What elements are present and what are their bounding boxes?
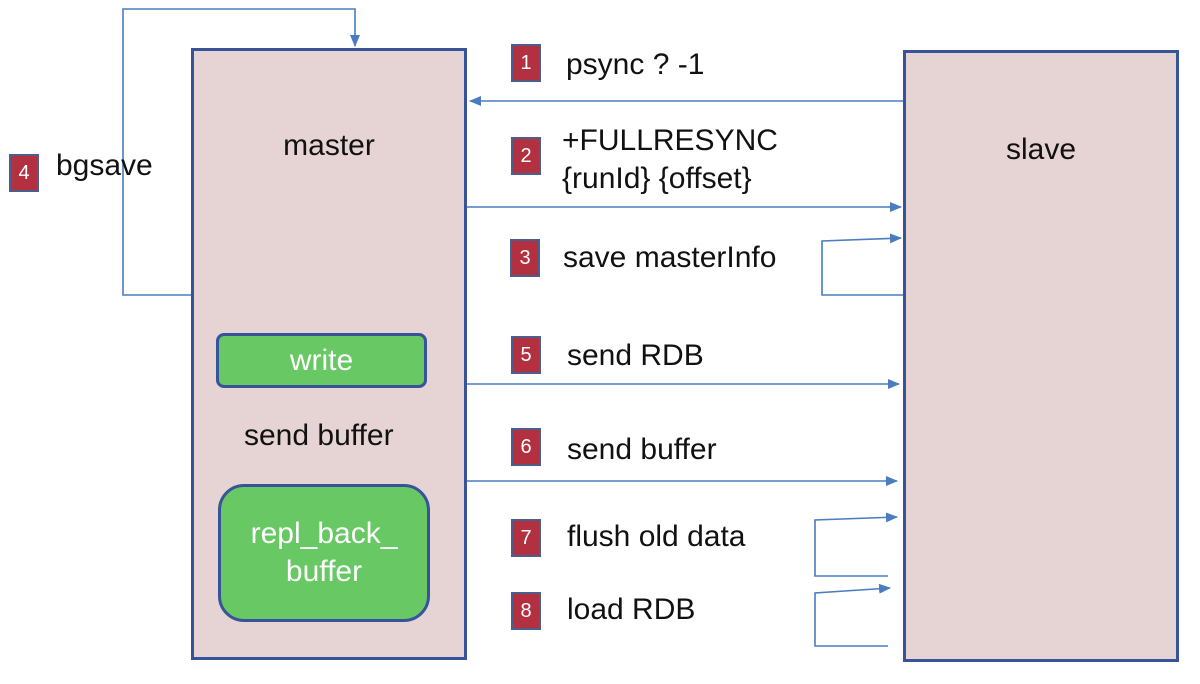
step-label-4: bgsave [56,149,153,182]
load-rdb-loop-arrow [814,583,891,647]
step-label-1: psync ? -1 [566,48,705,81]
step-badge-7: 7 [511,519,541,557]
internal-send-buffer-label: send buffer [244,419,394,452]
step-label-8: load RDB [567,593,696,626]
write-label: write [289,343,354,377]
save-masterinfo-loop-arrow [821,233,903,296]
write-box: write [216,333,427,388]
step-label-6: send buffer [567,433,717,466]
step-label-5: send RDB [567,339,704,372]
step-label-2-line1: +FULLRESYNC [562,124,778,157]
buffer-label-line2: buffer [285,555,363,588]
step-badge-8: 8 [511,592,541,630]
step-badge-6: 6 [511,428,541,466]
bgsave-loop-arrow [122,8,360,296]
step-badge-5: 5 [511,336,541,374]
step-label-3: save masterInfo [563,241,777,274]
buffer-label-line1: repl_back_ [250,517,398,550]
flush-loop-arrow [814,512,898,577]
master-label: master [283,129,375,162]
step-badge-4: 4 [9,154,39,192]
slave-box: slave [903,50,1179,662]
slave-label: slave [1005,133,1077,166]
step-badge-3: 3 [510,239,540,277]
step-label-7: flush old data [567,520,746,553]
step-badge-2: 2 [511,137,541,175]
step-label-2-line2: {runId} {offset} [562,162,752,195]
repl-back-buffer-box: repl_back_ buffer [218,484,430,622]
step-badge-1: 1 [511,44,541,82]
